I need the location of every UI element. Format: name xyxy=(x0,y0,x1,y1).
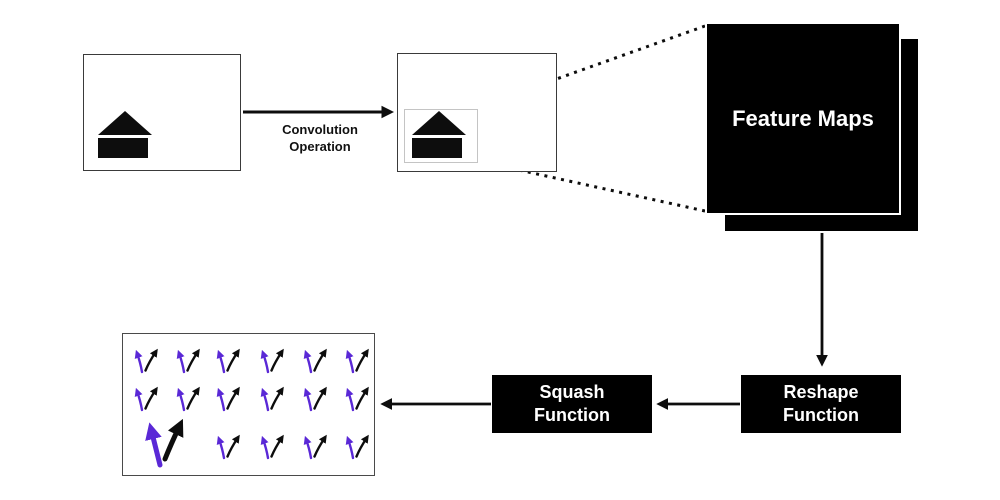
reshape-function-node: Reshape Function xyxy=(741,375,901,433)
vector-pair-icon xyxy=(303,348,327,374)
house-icon xyxy=(412,111,466,158)
feature-maps-label: Feature Maps xyxy=(732,105,874,131)
vector-pair-icon xyxy=(260,434,284,460)
convolution-operation-label: Convolution Operation xyxy=(252,122,388,156)
vector-pair-icon xyxy=(216,434,240,460)
squash-label-line1: Squash xyxy=(539,381,605,402)
capsule-vectors-box xyxy=(122,333,375,476)
vector-pair-icon xyxy=(345,434,369,460)
squash-function-node: Squash Function xyxy=(492,375,652,433)
vector-pair-icon xyxy=(345,386,369,412)
vector-pair-icon xyxy=(176,386,200,412)
convolution-label-line1: Convolution xyxy=(282,122,358,137)
vector-pair-icon xyxy=(134,348,158,374)
convolved-image-box xyxy=(397,53,557,172)
vector-pair-icon xyxy=(260,386,284,412)
vector-pair-icon xyxy=(303,434,327,460)
vector-pair-large-icon xyxy=(145,418,184,468)
vector-pair-icon xyxy=(345,348,369,374)
vector-pair-icon xyxy=(260,348,284,374)
input-image-box xyxy=(83,54,241,171)
vector-pair-icon xyxy=(134,386,158,412)
receptive-field-box xyxy=(404,109,478,163)
reshape-label-line1: Reshape xyxy=(783,381,859,402)
vector-pair-icon xyxy=(216,348,240,374)
vector-pair-icon xyxy=(303,386,327,412)
vector-pair-icon xyxy=(216,386,240,412)
reshape-label-line2: Function xyxy=(783,405,859,425)
house-icon xyxy=(98,111,152,158)
vector-pair-icon xyxy=(176,348,200,374)
feature-maps-node: Feature Maps xyxy=(707,24,899,213)
convolution-label-line2: Operation xyxy=(289,138,351,154)
squash-label-line2: Function xyxy=(534,405,610,425)
